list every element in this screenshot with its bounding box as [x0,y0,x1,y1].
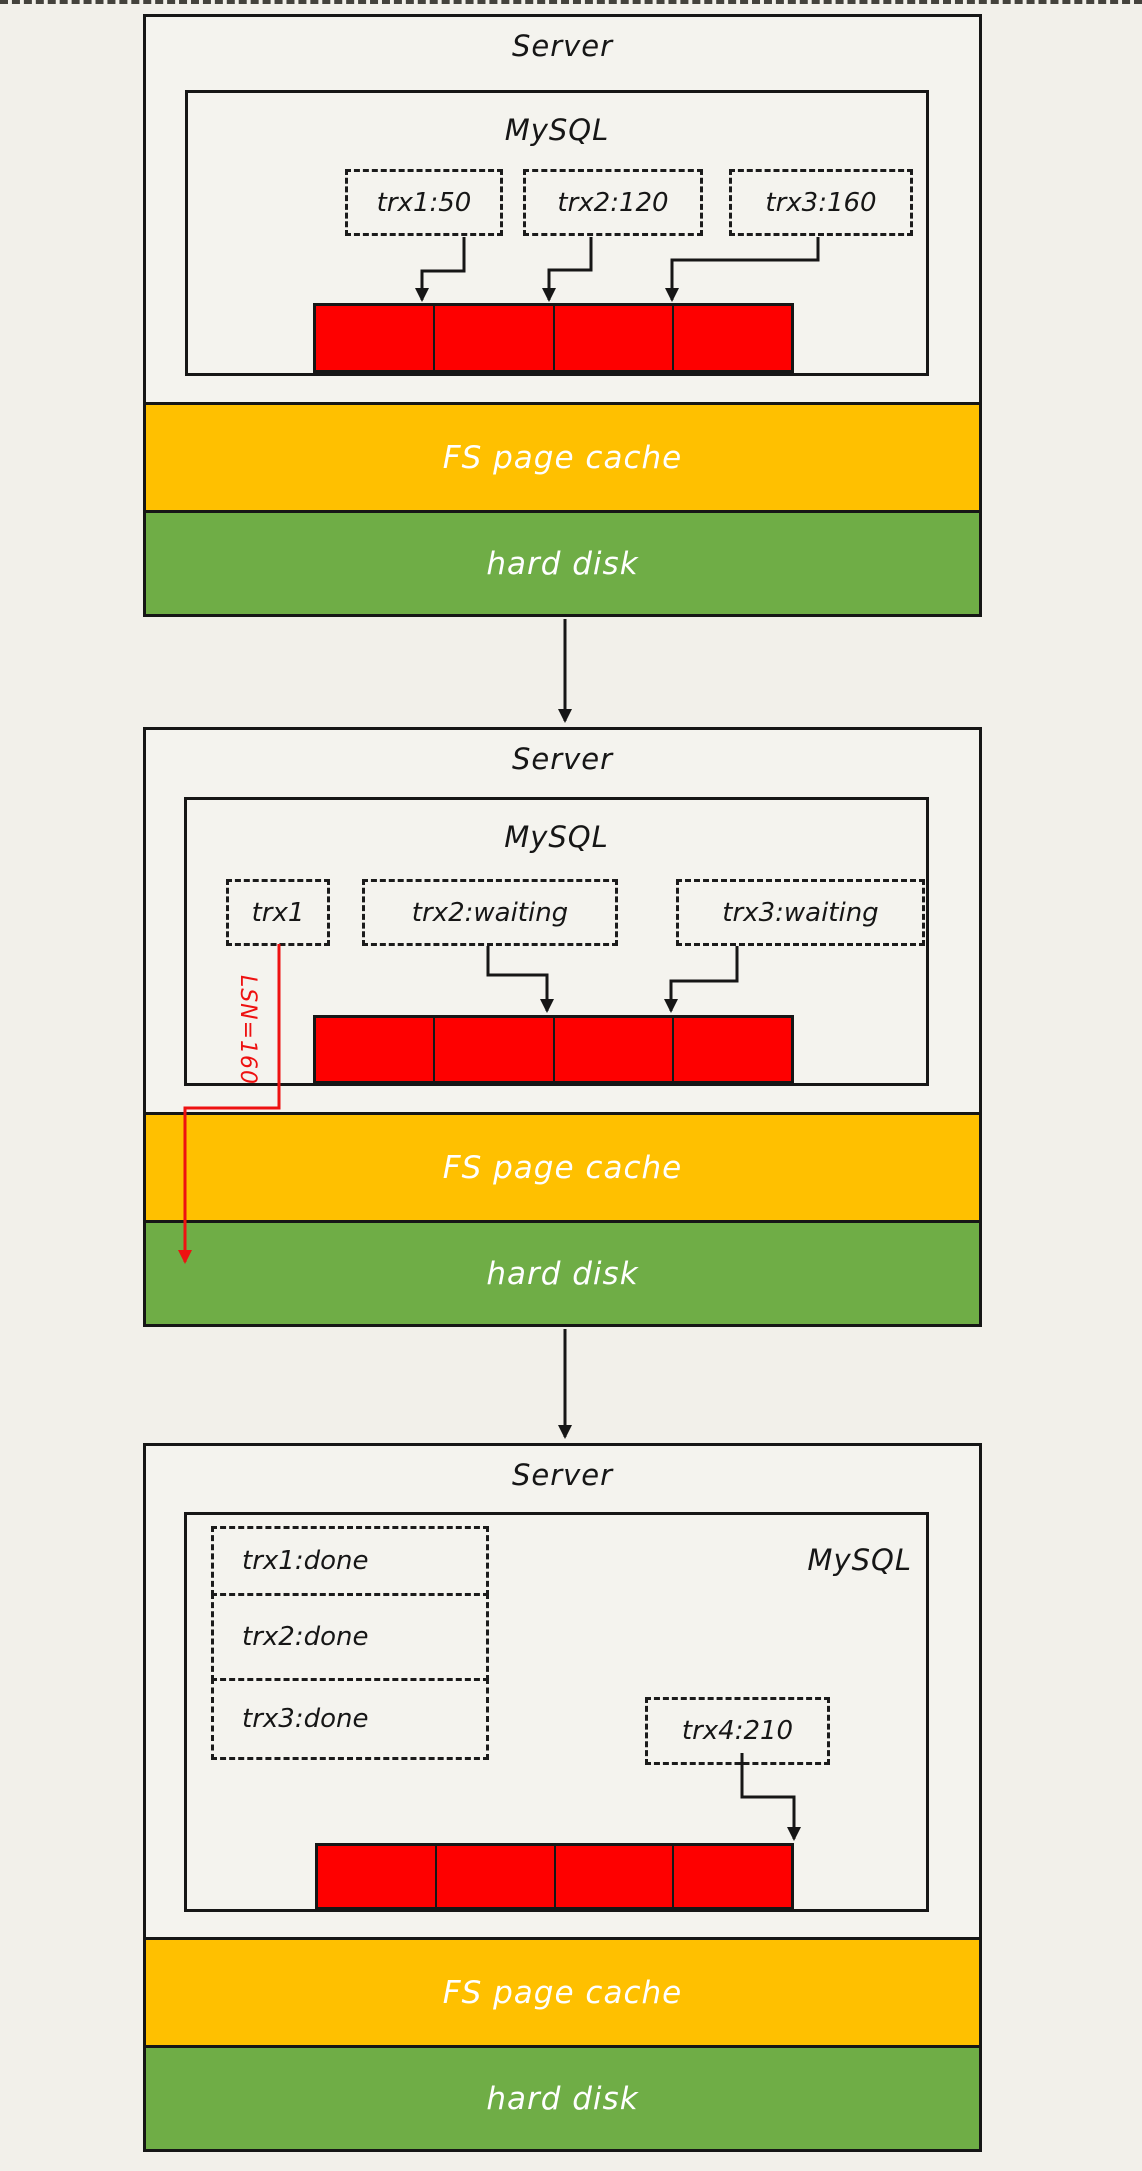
trx-box-trx2: trx2:waiting [362,879,618,946]
lsn-160-label: LSN=160 [235,974,260,1086]
trx-box-trx3: trx3:waiting [676,879,925,946]
trx-box-trx4: trx4:210 [645,1697,830,1765]
server-box: Server MySQL trx1:50 trx2:120 trx3:160 [146,17,979,405]
server-box: Server MySQL trx1 trx2:waiting trx3:wait… [146,730,979,1115]
server-label: Server [511,1458,614,1492]
buffer-cell [316,1018,436,1081]
hard-disk-bar: hard disk [146,510,979,614]
top-crop-dashed-line [0,0,1142,4]
buffer-cell [556,1846,675,1907]
redo-log-buffer [315,1843,794,1910]
mysql-label: MySQL [504,113,610,147]
buffer-cell [437,1846,556,1907]
mysql-box: MySQL trx1:done trx2:done trx3:done trx4… [184,1512,929,1912]
trx-box-trx1: trx1 [226,879,330,946]
mysql-box: MySQL trx1 trx2:waiting trx3:waiting [184,797,929,1086]
fs-page-cache-bar: FS page cache [146,1937,979,2045]
buffer-cell [674,1018,791,1081]
fs-page-cache-bar: FS page cache [146,1112,979,1220]
panel-stage-2: Server MySQL trx1 trx2:waiting trx3:wait… [143,727,982,1327]
trx-box-trx2: trx2:120 [523,169,703,236]
redo-log-buffer [313,303,794,373]
buffer-cell [555,1018,674,1081]
fs-page-cache-bar: FS page cache [146,402,979,510]
buffer-cell [318,1846,437,1907]
panel-stage-1: Server MySQL trx1:50 trx2:120 trx3:160 F… [143,14,982,617]
mysql-box: MySQL trx1:50 trx2:120 trx3:160 [185,90,929,376]
buffer-cell [435,1018,555,1081]
mysql-label: MySQL [807,1543,912,1577]
server-label: Server [511,29,614,63]
buffer-cell [316,306,436,370]
buffer-cell [555,306,674,370]
trx-box-trx3: trx3:160 [729,169,913,236]
server-label: Server [511,742,614,776]
buffer-cell [435,306,555,370]
redo-log-buffer [313,1015,794,1084]
hard-disk-bar: hard disk [146,2045,979,2149]
buffer-cell [674,306,791,370]
trx-box-trx2-done: trx2:done [211,1593,489,1681]
trx-box-trx3-done: trx3:done [211,1678,489,1760]
mysql-label: MySQL [504,820,609,854]
panel-stage-3: Server MySQL trx1:done trx2:done trx3:do… [143,1443,982,2152]
trx-box-trx1: trx1:50 [345,169,503,236]
trx-box-trx1-done: trx1:done [211,1526,489,1596]
hard-disk-bar: hard disk [146,1220,979,1324]
buffer-cell [674,1846,791,1907]
server-box: Server MySQL trx1:done trx2:done trx3:do… [146,1446,979,1940]
